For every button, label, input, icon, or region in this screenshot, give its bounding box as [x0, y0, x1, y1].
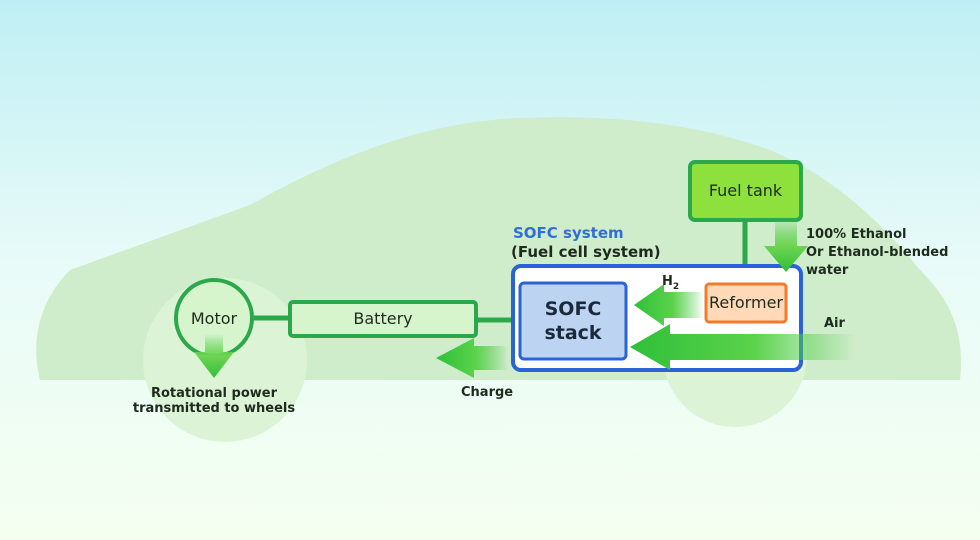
fuel-label-line3: water: [806, 263, 849, 278]
fuel-label-line2: Or Ethanol-blended: [806, 245, 948, 260]
fuel-input-arrow: [764, 218, 808, 272]
reformer-box: Reformer: [704, 282, 788, 324]
motor-label: Motor: [191, 309, 238, 328]
hydrogen-label: H2: [662, 274, 679, 292]
sofc-stack-label-line2: stack: [544, 322, 601, 344]
sofc-stack-label-line1: SOFC: [545, 298, 602, 320]
sofc-system-subtitle: (Fuel cell system): [511, 243, 661, 261]
rotational-power-arrow: [194, 334, 234, 378]
fuel-label-line1: 100% Ethanol: [806, 227, 906, 242]
charge-label: Charge: [461, 385, 513, 400]
battery-label: Battery: [353, 309, 412, 328]
motor-circle: Motor: [174, 278, 254, 358]
sofc-stack-box: SOFC stack: [518, 281, 628, 361]
air-label: Air: [824, 316, 846, 331]
air-arrow: [630, 324, 855, 370]
hydrogen-arrow: [634, 284, 704, 326]
charge-arrow: [436, 338, 508, 378]
fuel-tank-label: Fuel tank: [709, 181, 783, 200]
sofc-system-title: SOFC system: [513, 224, 624, 242]
output-label-line1: Rotational power: [151, 386, 278, 401]
output-label-line2: transmitted to wheels: [133, 401, 295, 416]
fuel-tank-box: Fuel tank: [688, 160, 803, 222]
battery-box: Battery: [288, 300, 478, 338]
reformer-label: Reformer: [709, 293, 783, 312]
